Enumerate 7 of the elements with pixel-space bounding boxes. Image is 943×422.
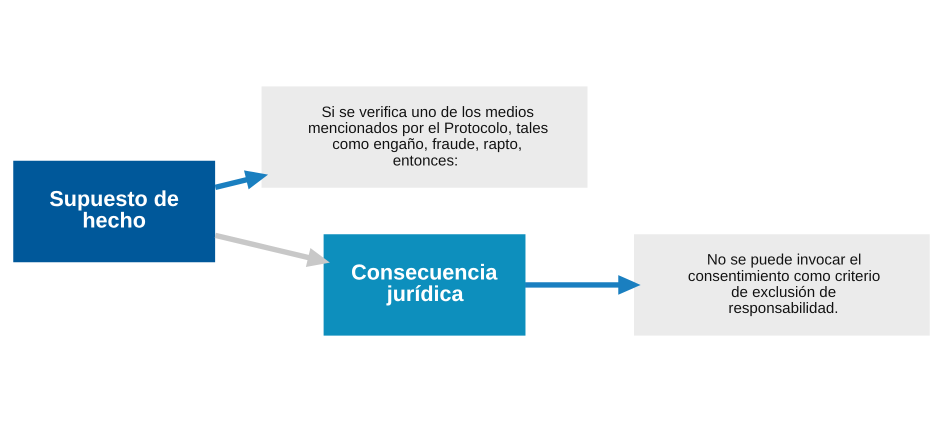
node-box: Supuesto de hecho <box>13 160 216 262</box>
arrow <box>526 275 641 295</box>
arrow <box>214 170 268 190</box>
arrow <box>214 232 330 267</box>
node-box: Si se verifica uno de los medios mencionados por el Protocolo, tales como engaño, fraude, rapto, entonces: <box>262 86 588 188</box>
node-box: No se puede invocar el consentimiento como criterio de exclusión de responsabilidad. <box>634 234 930 336</box>
node-box: Consecuencia jurídica <box>324 234 526 336</box>
